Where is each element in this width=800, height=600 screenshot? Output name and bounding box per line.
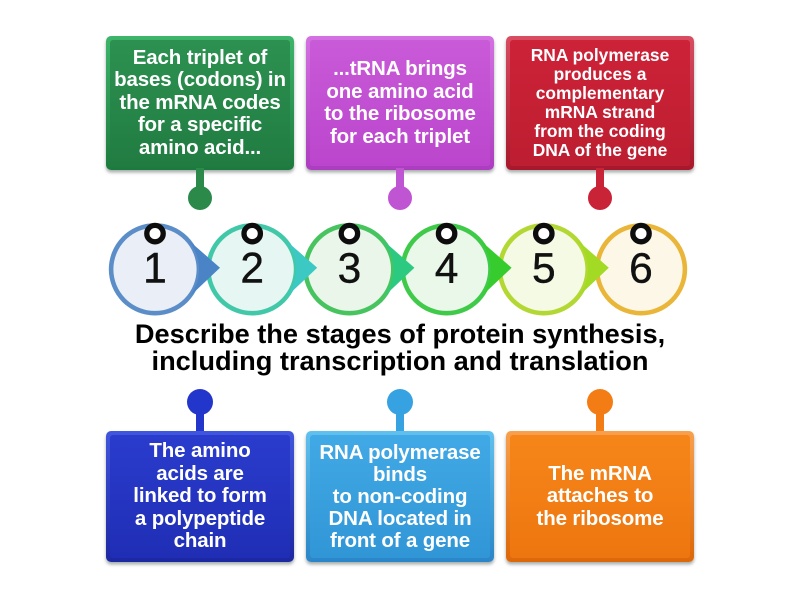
svg-text:3: 3: [338, 246, 362, 293]
svg-text:2: 2: [240, 246, 264, 293]
svg-text:5: 5: [532, 246, 556, 293]
svg-text:1: 1: [143, 246, 167, 293]
svg-text:4: 4: [435, 246, 459, 293]
svg-text:6: 6: [629, 246, 653, 293]
